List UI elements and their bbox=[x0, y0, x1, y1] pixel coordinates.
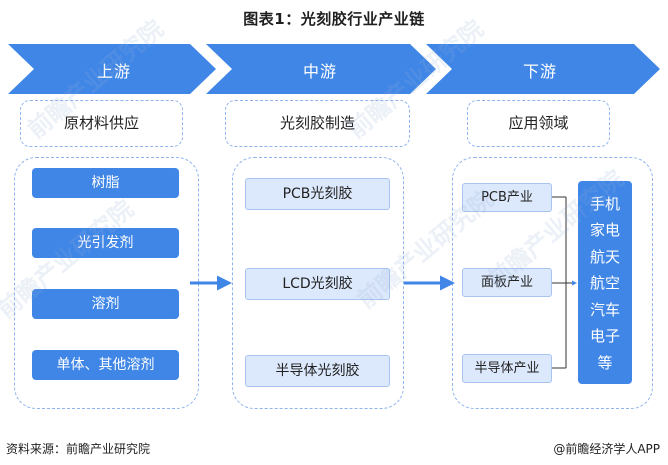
application-aerospace: 航天 bbox=[589, 247, 620, 266]
chevron-midstream bbox=[206, 44, 436, 94]
upstream-item-monomer: 单体、其他溶剂 bbox=[32, 350, 179, 380]
midstream-item-lcd-photoresist: LCD光刻胶 bbox=[245, 268, 390, 300]
application-aviation: 航空 bbox=[589, 274, 620, 292]
footer-brand: @前瞻经济学人APP bbox=[553, 442, 660, 456]
bracket-to-applications bbox=[552, 196, 567, 369]
section-raw-materials: 原材料供应 bbox=[20, 100, 183, 147]
application-appliance: 家电 bbox=[589, 221, 620, 239]
downstream-item-pcb-industry: PCB产业 bbox=[462, 183, 552, 212]
chevron-downstream bbox=[426, 44, 660, 94]
downstream-item-panel-industry: 面板产业 bbox=[462, 268, 552, 297]
upstream-item-resin: 树脂 bbox=[32, 168, 179, 198]
applications-box: 手机 家电 航天 航空 汽车 电子 等 bbox=[578, 181, 632, 384]
page-title: 图表1：光刻胶行业产业链 bbox=[243, 10, 425, 28]
downstream-item-semiconductor-industry: 半导体产业 bbox=[462, 354, 552, 383]
application-automotive: 汽车 bbox=[589, 300, 620, 319]
stage-label-upstream: 上游 bbox=[96, 62, 131, 81]
section-applications: 应用领域 bbox=[467, 100, 610, 147]
midstream-item-semiconductor-photoresist: 半导体光刻胶 bbox=[245, 355, 390, 387]
application-phone: 手机 bbox=[589, 194, 620, 213]
application-electronics: 电子 bbox=[589, 327, 620, 345]
footer-source: 资料来源：前瞻产业研究院 bbox=[6, 442, 151, 456]
section-manufacturing: 光刻胶制造 bbox=[225, 100, 410, 147]
chevron-upstream bbox=[8, 44, 216, 94]
stage-label-downstream: 下游 bbox=[522, 62, 557, 81]
midstream-item-pcb-photoresist: PCB光刻胶 bbox=[245, 178, 390, 210]
upstream-item-photoinitiator: 光引发剂 bbox=[32, 228, 179, 258]
stage-label-midstream: 中游 bbox=[302, 62, 337, 81]
stage-chevrons bbox=[8, 44, 660, 94]
application-etc: 等 bbox=[597, 353, 613, 372]
upstream-item-solvent: 溶剂 bbox=[32, 289, 179, 319]
